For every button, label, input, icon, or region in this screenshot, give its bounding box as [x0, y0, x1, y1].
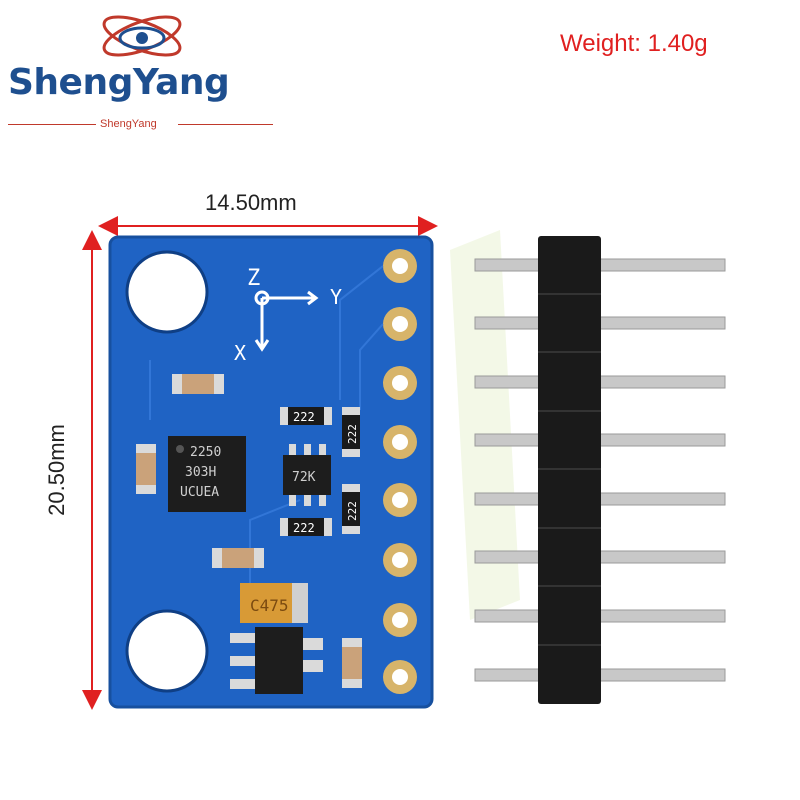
brand-subtitle: ShengYang — [100, 118, 157, 130]
chip-marking: 303H — [185, 465, 216, 480]
resistor-marking: 222 — [346, 424, 359, 444]
axis-marking — [254, 290, 319, 352]
mounting-hole — [125, 250, 209, 334]
resistor-marking: 222 — [293, 410, 315, 424]
capacitor — [212, 548, 264, 568]
resistor-marking: 222 — [293, 521, 315, 535]
mounting-hole — [125, 609, 209, 693]
capacitor — [136, 444, 156, 494]
resistor — [280, 407, 332, 425]
eye-emblem-icon — [102, 15, 182, 57]
pin-pads — [383, 249, 417, 694]
axis-z-label: Z — [247, 266, 260, 291]
chip-marking: 2250 — [190, 445, 221, 460]
logo-divider — [8, 124, 96, 125]
small-ic — [283, 444, 331, 506]
resistor — [342, 484, 360, 534]
logo-divider — [178, 124, 273, 125]
height-dimension-label: 20.50mm — [44, 424, 69, 516]
voltage-regulator — [230, 627, 323, 694]
resistor-marking: 222 — [346, 501, 359, 521]
capacitor — [342, 638, 362, 688]
capacitor — [172, 374, 224, 394]
capacitor-marking: C475 — [250, 596, 289, 615]
chip-marking: UCUEA — [180, 485, 219, 500]
weight-label: Weight: 1.40g — [560, 30, 708, 57]
header-segments — [538, 293, 601, 646]
tantalum-capacitor — [240, 583, 300, 623]
brand-name: ShengYang — [8, 62, 230, 103]
pin-header — [474, 236, 726, 704]
width-dimension-label: 14.50mm — [205, 190, 297, 215]
pcb-traces — [149, 265, 384, 600]
ic-marking: 72K — [292, 470, 316, 485]
axis-x-label: X — [234, 341, 246, 365]
resistor — [280, 518, 332, 536]
axis-y-label: Y — [330, 285, 342, 309]
shengyang-logo: ShengYang ShengYang — [0, 0, 290, 140]
pcb-board: Z Y X 2250 303H UCUEA 222 222 222 222 — [108, 235, 434, 709]
resistor — [342, 407, 360, 457]
